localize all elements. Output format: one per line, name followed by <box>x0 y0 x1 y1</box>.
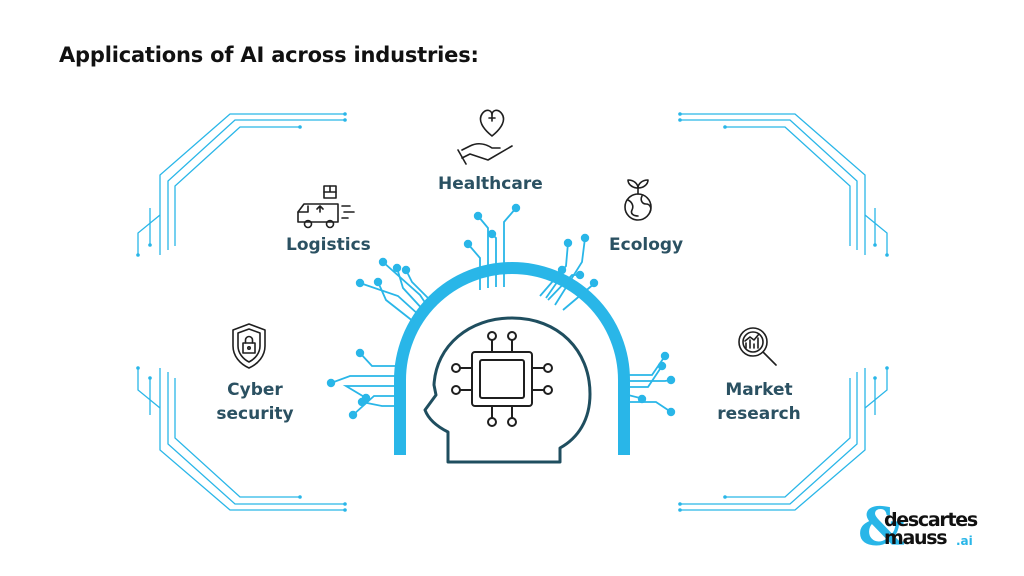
logo-suffix: .ai <box>956 534 973 548</box>
logo-ampersand: & <box>858 497 905 558</box>
shield-lock-icon <box>232 323 266 369</box>
chip-icon <box>451 331 553 427</box>
label-cyber-line1: Cyber <box>227 380 283 400</box>
label-cyber-security: Cyber security <box>216 378 294 426</box>
connector-dots <box>326 203 676 420</box>
page-title: Applications of AI across industries: <box>59 43 479 67</box>
connectors-top-left <box>359 261 437 323</box>
label-ecology: Ecology <box>609 235 684 255</box>
descartes-mauss-logo: & descartes mauss .ai <box>858 500 996 556</box>
logo-word-descartes: descartes <box>884 509 978 531</box>
delivery-truck-icon <box>297 185 355 229</box>
label-market-line1: Market <box>725 380 793 400</box>
globe-plant-icon <box>624 179 652 221</box>
heart-hand-icon <box>457 109 513 165</box>
label-logistics: Logistics <box>286 235 371 255</box>
label-market-research: Market research <box>717 378 801 426</box>
magnifier-chart-icon <box>738 327 777 366</box>
connectors-left <box>330 352 398 416</box>
label-healthcare: Healthcare <box>438 174 543 194</box>
ai-head-chip-icon <box>423 316 592 464</box>
label-market-line2: research <box>717 404 801 424</box>
logo-word-mauss: mauss <box>884 527 948 549</box>
label-cyber-line2: security <box>216 404 294 424</box>
